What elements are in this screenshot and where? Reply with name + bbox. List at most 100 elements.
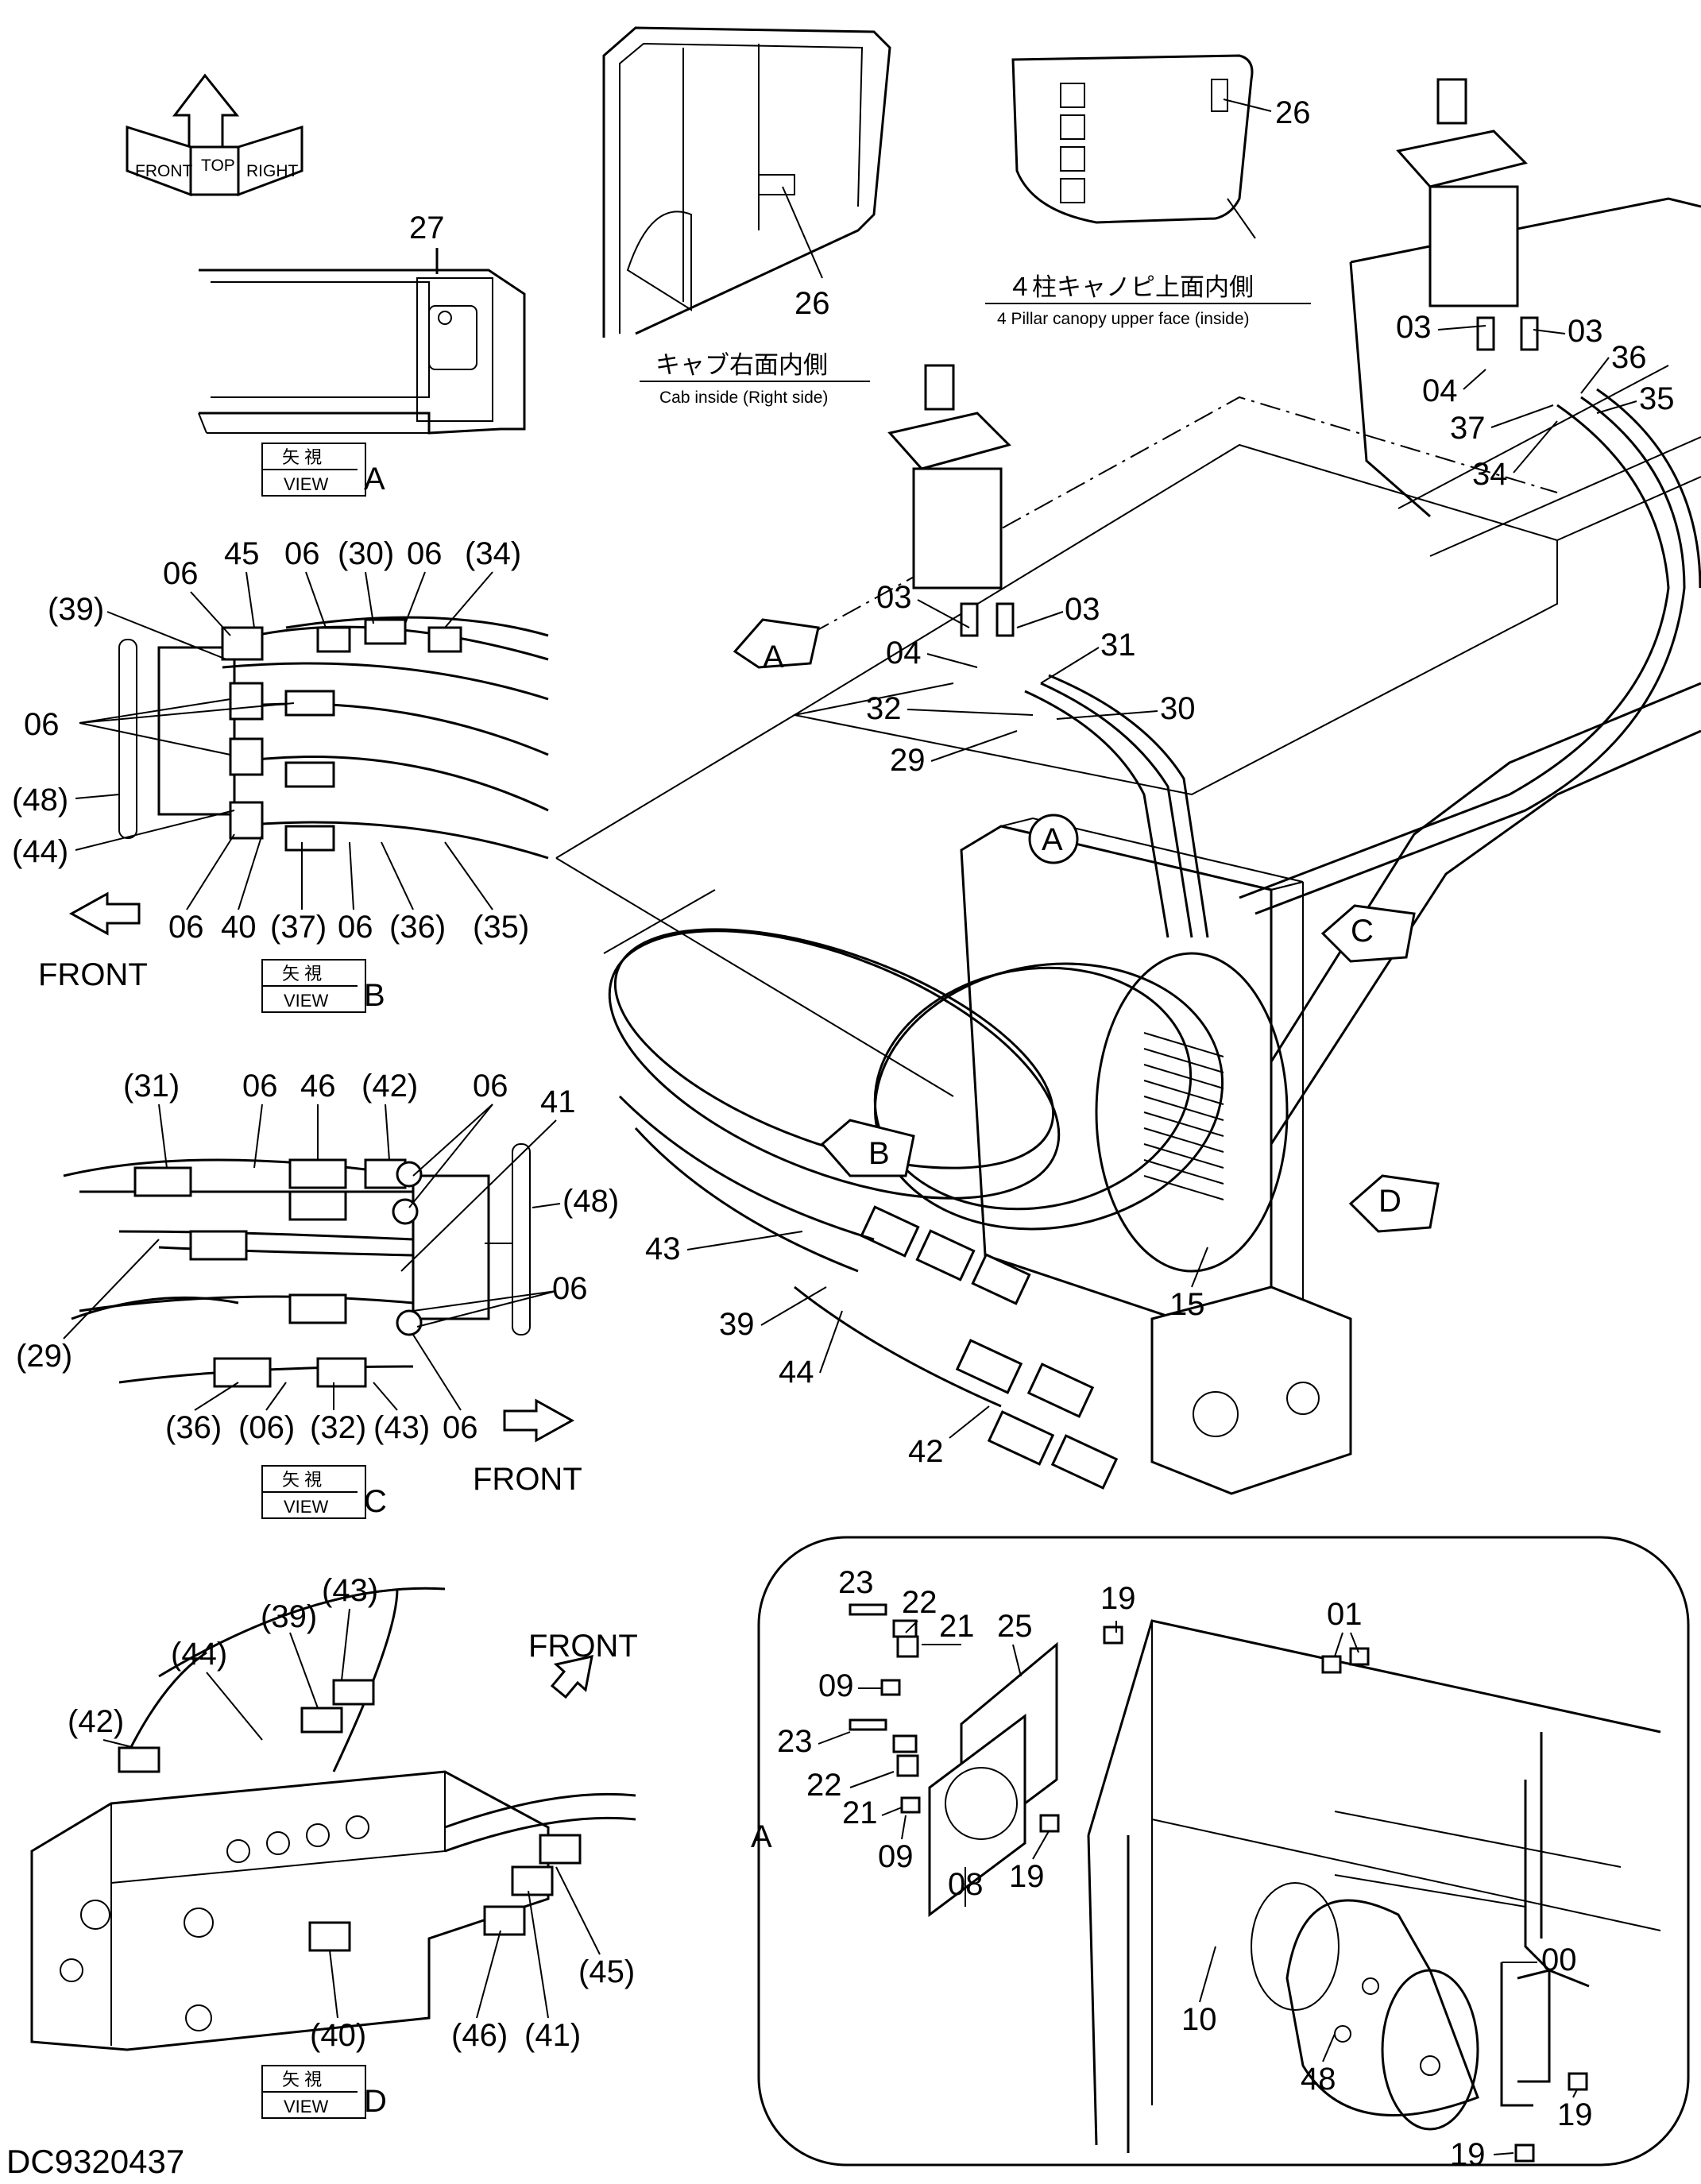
view-c-tag: 矢 視 VIEW C [261, 1465, 387, 1519]
view-d-front-arrow-icon [550, 1655, 593, 1699]
view-c-drawing [63, 1143, 531, 1388]
svg-text:45: 45 [224, 536, 260, 571]
svg-text:(06): (06) [238, 1410, 295, 1445]
pointer-d-arrow-icon [1348, 1174, 1440, 1233]
svg-text:00: 00 [1541, 1942, 1577, 1977]
svg-text:矢 視: 矢 視 [282, 2070, 322, 2089]
view-d-tag: 矢 視 VIEW D [261, 2065, 387, 2119]
svg-text:19: 19 [1450, 2137, 1486, 2172]
svg-text:(39): (39) [261, 1599, 317, 1634]
svg-text:矢 視: 矢 視 [282, 447, 322, 467]
svg-text:(36): (36) [165, 1410, 222, 1445]
main-pointer-a-label: A [763, 640, 784, 675]
svg-text:(31): (31) [123, 1069, 180, 1104]
main-pointer-c-label: C [1351, 914, 1374, 949]
svg-text:46: 46 [300, 1069, 336, 1104]
view-a-part-label: 27 [409, 211, 445, 245]
svg-text:19: 19 [1009, 1859, 1045, 1894]
orientation-front-label: FRONT [135, 162, 192, 180]
pointer-b-arrow-icon [820, 1119, 915, 1177]
svg-text:矢 視: 矢 視 [282, 964, 322, 984]
view-b-leaders [75, 571, 493, 910]
drawing-number: DC9320437 [6, 2143, 184, 2180]
view-a-tag: 矢 視 VIEW A [261, 443, 385, 497]
svg-text:15: 15 [1169, 1287, 1205, 1322]
svg-text:39: 39 [719, 1307, 755, 1342]
svg-text:(42): (42) [68, 1704, 124, 1739]
view-c-leaders [63, 1104, 561, 1411]
main-pointer-d-label: D [1378, 1184, 1401, 1219]
view-d-drawing [30, 1587, 636, 2051]
svg-text:22: 22 [806, 1768, 842, 1803]
cab-inset-caption-en: Cab inside (Right side) [659, 388, 828, 407]
svg-text:22: 22 [902, 1585, 937, 1620]
svg-text:(30): (30) [338, 536, 394, 571]
svg-text:VIEW: VIEW [284, 1497, 328, 1517]
pointer-c-arrow-icon [1320, 904, 1416, 963]
svg-text:(44): (44) [171, 1637, 227, 1672]
svg-text:21: 21 [939, 1609, 975, 1644]
svg-text:(32): (32) [310, 1410, 366, 1445]
view-b-labels: 06 45 06 (30) 06 (34) (39) 06 (48) (44) … [12, 536, 529, 945]
canopy-inset-drawing [1011, 54, 1272, 239]
svg-text:36: 36 [1611, 340, 1647, 375]
svg-text:06: 06 [443, 1410, 478, 1445]
svg-text:(43): (43) [373, 1410, 430, 1445]
detail-a-leaders [818, 1620, 1578, 2155]
canopy-inset-caption-en: 4 Pillar canopy upper face (inside) [997, 310, 1250, 328]
svg-text:35: 35 [1639, 381, 1675, 416]
svg-text:19: 19 [1557, 2097, 1593, 2132]
canopy-inset-part-label: 26 [1275, 95, 1311, 130]
svg-text:06: 06 [168, 910, 204, 945]
svg-text:03: 03 [1065, 592, 1100, 627]
svg-text:B: B [364, 978, 385, 1013]
svg-text:06: 06 [24, 707, 60, 742]
svg-text:19: 19 [1100, 1581, 1136, 1616]
svg-text:42: 42 [908, 1434, 944, 1469]
svg-text:06: 06 [473, 1069, 508, 1104]
svg-text:23: 23 [838, 1565, 874, 1600]
svg-text:03: 03 [1396, 310, 1432, 345]
view-b-drawing [118, 616, 549, 860]
svg-text:31: 31 [1100, 628, 1136, 663]
svg-text:(37): (37) [270, 910, 327, 945]
svg-text:(40): (40) [310, 2018, 366, 2053]
svg-text:37: 37 [1450, 411, 1486, 446]
svg-text:40: 40 [221, 910, 257, 945]
svg-text:25: 25 [997, 1609, 1033, 1644]
svg-text:06: 06 [163, 556, 199, 591]
svg-text:01: 01 [1327, 1597, 1363, 1632]
detail-a-side-letter: A [751, 1819, 772, 1854]
svg-text:10: 10 [1181, 2002, 1217, 2037]
svg-text:D: D [364, 2084, 387, 2119]
view-d-front-label: FRONT [528, 1629, 638, 1664]
svg-text:C: C [364, 1484, 387, 1519]
svg-text:06: 06 [552, 1271, 588, 1306]
view-b-front-arrow-icon [68, 891, 141, 936]
orientation-top-label: TOP [201, 157, 235, 175]
svg-text:(48): (48) [562, 1184, 619, 1219]
svg-text:(35): (35) [473, 910, 529, 945]
svg-text:(44): (44) [12, 834, 68, 869]
svg-text:43: 43 [645, 1231, 681, 1266]
svg-text:VIEW: VIEW [284, 2097, 328, 2116]
detail-a-frame [757, 1536, 1690, 2167]
main-pointer-b-label: B [868, 1136, 890, 1171]
svg-text:(41): (41) [524, 2018, 581, 2053]
view-d-leaders [102, 1608, 601, 2019]
pointer-a-arrow-icon [733, 618, 820, 669]
svg-text:21: 21 [842, 1796, 878, 1830]
main-circle-ref-label: A [1042, 822, 1063, 857]
svg-text:34: 34 [1472, 457, 1508, 492]
svg-text:(48): (48) [12, 783, 68, 818]
orientation-arrows-icon: FRONT TOP RIGHT [126, 73, 303, 197]
cab-inset-drawing [602, 26, 891, 338]
svg-text:VIEW: VIEW [284, 991, 328, 1011]
svg-text:VIEW: VIEW [284, 474, 328, 494]
svg-text:04: 04 [1422, 373, 1458, 408]
svg-text:(45): (45) [578, 1954, 635, 1989]
svg-text:(36): (36) [389, 910, 446, 945]
detail-a-drawing [849, 1603, 1661, 2163]
svg-text:(42): (42) [361, 1069, 418, 1104]
